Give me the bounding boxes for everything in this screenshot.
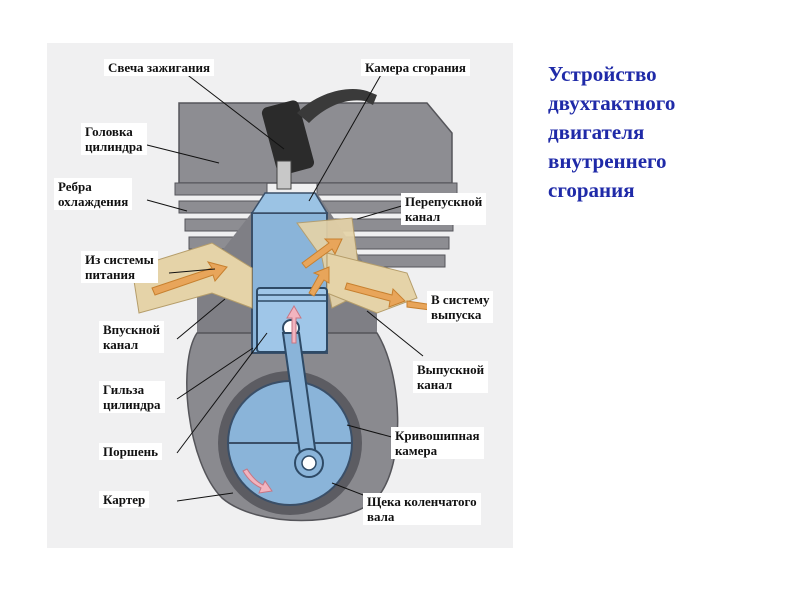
label-spark-plug: Свеча зажигания: [104, 59, 214, 76]
label-from-fuel-system: Из системы питания: [81, 251, 158, 283]
engine-diagram-panel: Свеча зажигания Камера сгорания Головка …: [47, 43, 513, 548]
label-to-exhaust-system: В систему выпуска: [427, 291, 494, 323]
title-line: сгорания: [548, 178, 635, 202]
label-cylinder-head: Головка цилиндра: [81, 123, 147, 155]
label-exhaust-port: Выпускной канал: [413, 361, 489, 393]
label-cylinder-liner: Гильза цилиндра: [99, 381, 165, 413]
label-crank-chamber: Кривошипная камера: [391, 427, 484, 459]
label-piston: Поршень: [99, 443, 162, 460]
flow-arrows: [151, 238, 460, 494]
label-combustion-chamber: Камера сгорания: [361, 59, 470, 76]
combustion-chamber: [250, 192, 329, 214]
spark-plug: [261, 89, 377, 190]
label-crankcase: Картер: [99, 491, 150, 508]
title-line: внутреннего: [548, 149, 667, 173]
engine-cutaway-diagram: [131, 72, 460, 522]
leader-lines: [146, 72, 424, 504]
title-line: Устройство: [548, 62, 657, 86]
slide-title: Устройство двухтактного двигателя внутре…: [548, 60, 788, 205]
cylinder-head: [178, 102, 453, 184]
label-crank-web: Щека коленчатого вала: [363, 493, 481, 525]
label-cooling-fins: Ребра охлаждения: [54, 178, 133, 210]
title-line: двигателя: [548, 120, 645, 144]
title-line: двухтактного: [548, 91, 676, 115]
label-transfer-port: Перепускной канал: [401, 193, 487, 225]
label-intake-port: Впускной канал: [99, 321, 165, 353]
